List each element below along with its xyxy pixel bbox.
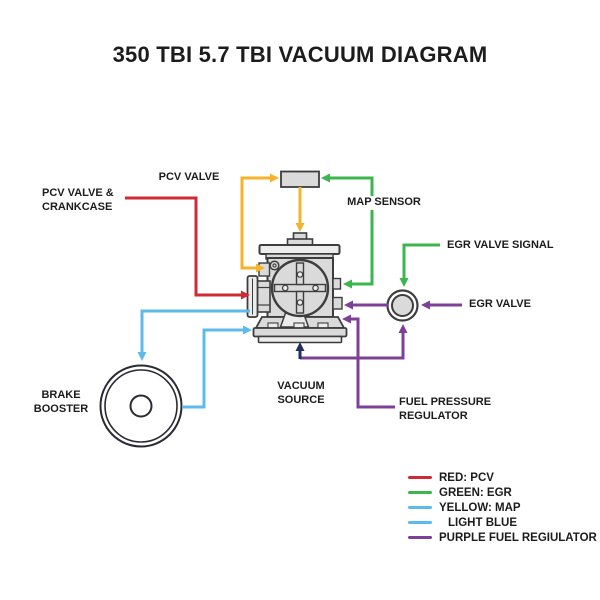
label-line: BOOSTER	[33, 402, 89, 415]
map-hose	[240, 173, 279, 273]
label-egr-valve: EGR VALVE	[469, 298, 531, 310]
throttle-base-plate	[257, 335, 343, 344]
label-brake-booster: BRAKE BOOSTER	[27, 389, 95, 416]
throttle-left-stub	[258, 262, 271, 277]
legend-swatch-red	[408, 476, 432, 479]
throttle-top-plate	[258, 244, 341, 255]
legend-swatch-lightblue	[408, 506, 432, 509]
pcv-hose	[125, 196, 250, 300]
throttle-right-port-upper	[332, 277, 342, 290]
label-fuel-pressure-regulator: FUEL PRESSURE REGULATOR	[399, 396, 491, 423]
legend-swatch-green	[408, 491, 432, 494]
legend-item: LIGHT BLUE	[408, 515, 597, 530]
egr-signal-hose	[399, 243, 440, 287]
page-title: 350 TBI 5.7 TBI VACUUM DIAGRAM	[112, 42, 488, 67]
legend-swatch-lightblue	[408, 521, 432, 524]
legend-item: GREEN: EGR	[408, 485, 597, 500]
brake-booster-hose-out	[182, 325, 252, 409]
label-line: BRAKE	[41, 389, 81, 401]
brake-booster-illustration	[99, 364, 183, 448]
label-pcv-crankcase: PCV VALVE & CRANKCASE	[42, 187, 114, 214]
throttle-base-flange	[252, 327, 348, 338]
legend-label: PURPLE FUEL REGIULATOR	[439, 531, 597, 544]
map-sensor-box	[280, 170, 320, 188]
legend-label: GREEN: EGR	[439, 486, 512, 499]
throttle-bolt	[269, 260, 280, 271]
label-map-sensor: MAP SENSOR	[342, 196, 426, 210]
label-egr-valve-signal: EGR VALVE SIGNAL	[447, 239, 554, 251]
label-line: CRANKCASE	[42, 200, 113, 213]
label-vacuum-source: VACUUM SOURCE	[269, 380, 333, 407]
label-line: SOURCE	[277, 393, 325, 406]
label-line: FUEL PRESSURE	[399, 396, 492, 408]
label-line: REGULATOR	[399, 409, 468, 422]
label-line: PCV VALVE &	[42, 187, 114, 199]
legend: RED: PCV GREEN: EGR YELLOW: MAP LIGHT BL…	[408, 470, 597, 545]
legend-item: RED: PCV	[408, 470, 597, 485]
legend-swatch-purple	[408, 536, 432, 539]
fuel-regulator-hose	[342, 314, 395, 409]
egr-valve-illustration	[386, 289, 419, 322]
legend-item: YELLOW: MAP	[408, 500, 597, 515]
legend-label: RED: PCV	[439, 471, 494, 484]
legend-label: LIGHT BLUE	[448, 516, 517, 529]
label-pcv-valve: PCV VALVE	[158, 171, 220, 183]
throttle-right-port-lower	[332, 296, 343, 310]
brake-booster-hose-in	[137, 309, 250, 361]
legend-label: YELLOW: MAP	[439, 501, 521, 514]
throttle-body-illustration	[246, 232, 348, 344]
fuel-regulator-branch-hose	[300, 324, 408, 360]
legend-item: PURPLE FUEL REGIULATOR	[408, 530, 597, 545]
map-sensor-signal-hose	[321, 173, 374, 289]
label-line: VACUUM	[277, 380, 325, 392]
